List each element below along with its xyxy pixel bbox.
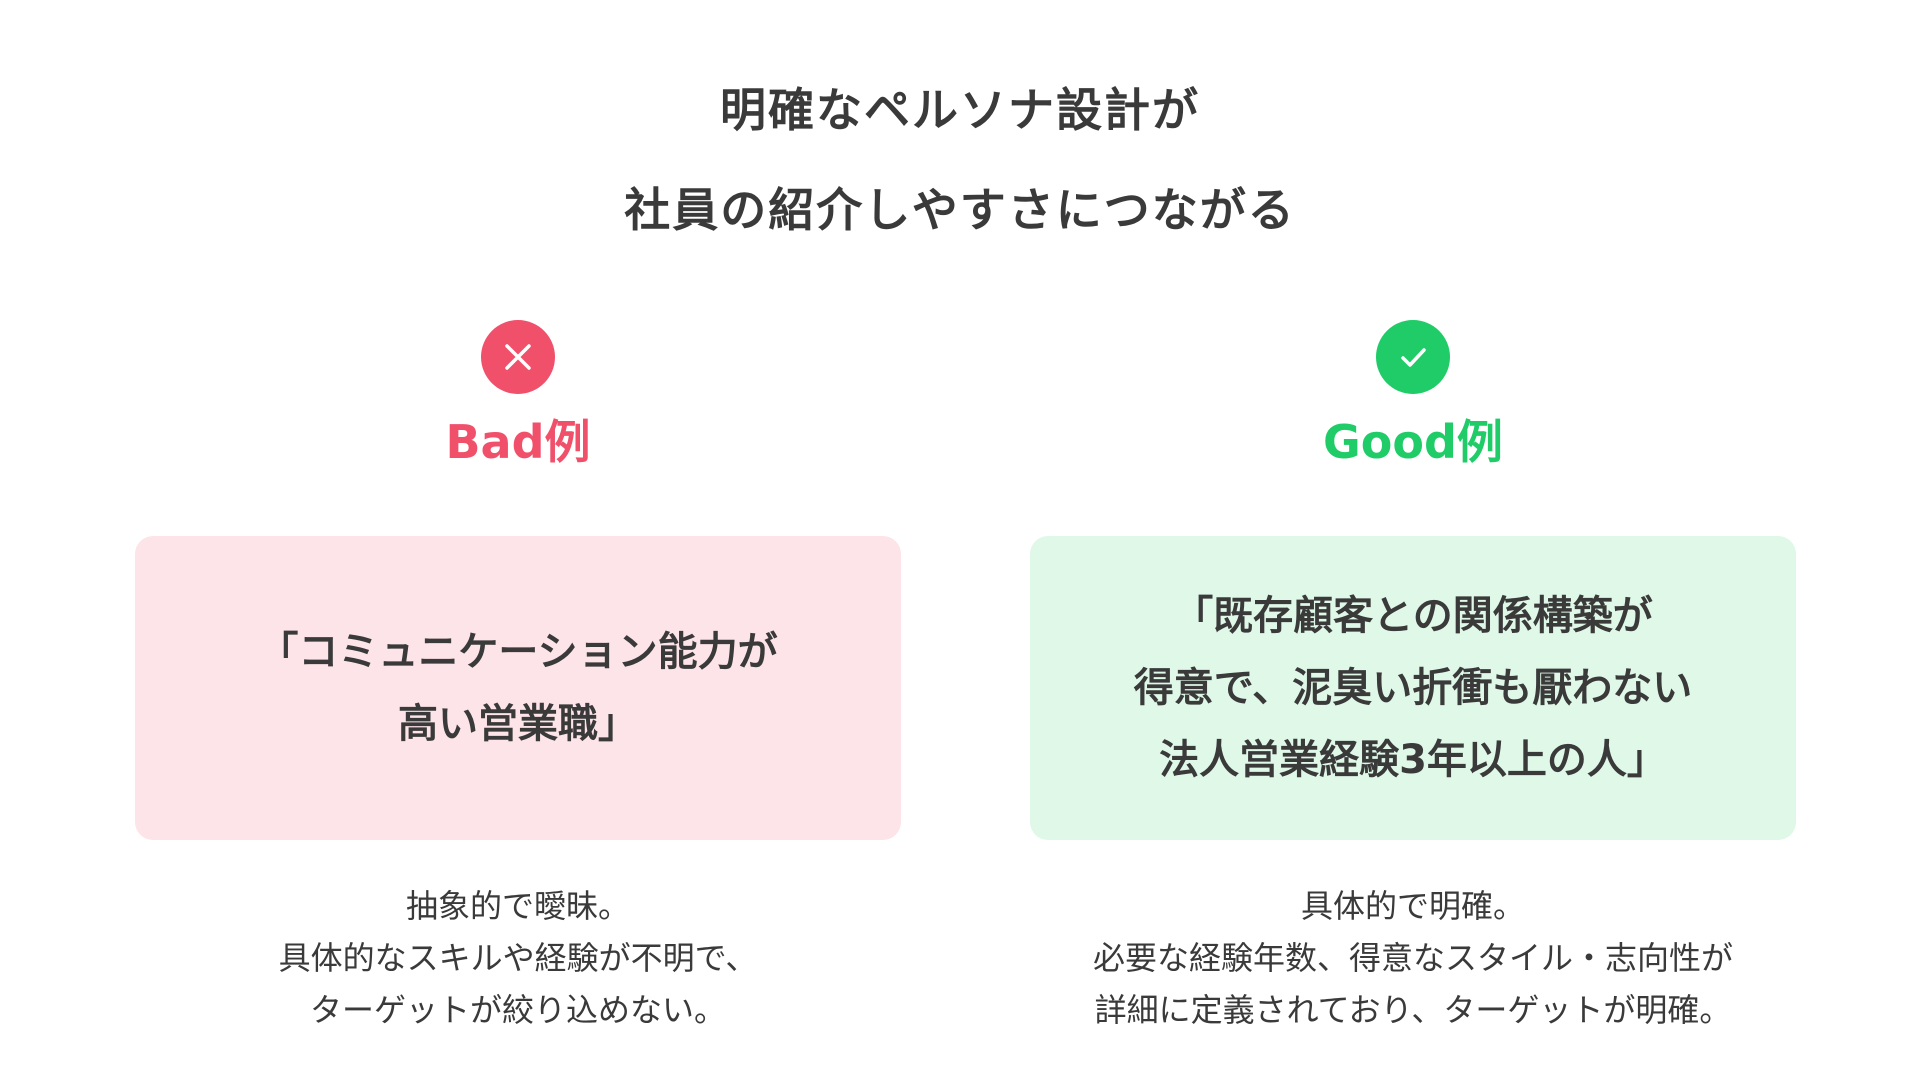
good-example-column: Good例 「既存顧客との関係構築が 得意で、泥臭い折衝も厭わない 法人営業経験… (1030, 320, 1796, 1036)
page-title-line-2: 社員の紹介しやすさにつながる (624, 183, 1296, 237)
bad-desc-line: 抽象的で曖昧。 (405, 887, 630, 925)
bad-card-line: 「コミュニケーション能力が (258, 629, 778, 675)
page-title-line-1: 明確なペルソナ設計が (720, 83, 1200, 137)
good-example-card: 「既存顧客との関係構築が 得意で、泥臭い折衝も厭わない 法人営業経験3年以上の人… (1030, 536, 1796, 840)
bad-example-description: 抽象的で曖昧。 具体的なスキルや経験が不明で、 ターゲットが絞り込めない。 (135, 880, 901, 1036)
good-example-label: Good例 (1323, 415, 1503, 469)
good-desc-line: 具体的で明確。 (1300, 887, 1525, 925)
bad-card-line: 高い営業職」 (397, 701, 638, 747)
good-card-line: 法人営業経験3年以上の人」 (1159, 737, 1667, 783)
bad-example-label: Bad例 (445, 415, 591, 469)
page-title: 明確なペルソナ設計が 社員の紹介しやすさにつながる (0, 60, 1920, 260)
good-desc-line: 詳細に定義されており、ターゲットが明確。 (1094, 991, 1732, 1029)
bad-desc-line: 具体的なスキルや経験が不明で、 (278, 939, 758, 977)
cross-icon (481, 320, 555, 394)
bad-desc-line: ターゲットが絞り込めない。 (309, 991, 726, 1029)
good-example-description: 具体的で明確。 必要な経験年数、得意なスタイル・志向性が 詳細に定義されており、… (1030, 880, 1796, 1036)
bad-example-card: 「コミュニケーション能力が 高い営業職」 (135, 536, 901, 840)
good-desc-line: 必要な経験年数、得意なスタイル・志向性が (1092, 939, 1733, 977)
bad-example-column: Bad例 「コミュニケーション能力が 高い営業職」 抽象的で曖昧。 具体的なスキ… (135, 320, 901, 1036)
good-card-line: 得意で、泥臭い折衝も厭わない (1133, 665, 1693, 711)
good-card-line: 「既存顧客との関係構築が (1173, 593, 1653, 639)
check-icon (1376, 320, 1450, 394)
